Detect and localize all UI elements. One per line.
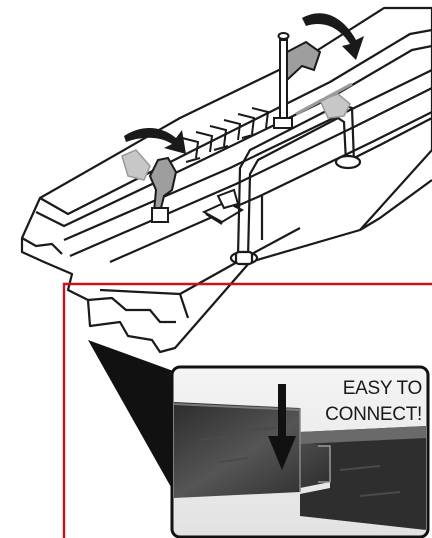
flag-icon [273,32,322,129]
connection-photo [170,365,430,538]
gate-frame [229,102,362,266]
press-down-arrow-icon [268,384,296,470]
callout-text-line2: CONNECT! [325,404,422,425]
chevron-icon [181,107,270,163]
trap-door [201,188,245,225]
callout-pointer [88,340,176,496]
rotate-arrow-icon [124,13,364,154]
flag-icon [295,82,353,119]
callout-frame [62,282,432,538]
track-piece [20,6,432,354]
callout-text-line1: EASY TO [342,378,423,399]
lever [121,149,178,223]
